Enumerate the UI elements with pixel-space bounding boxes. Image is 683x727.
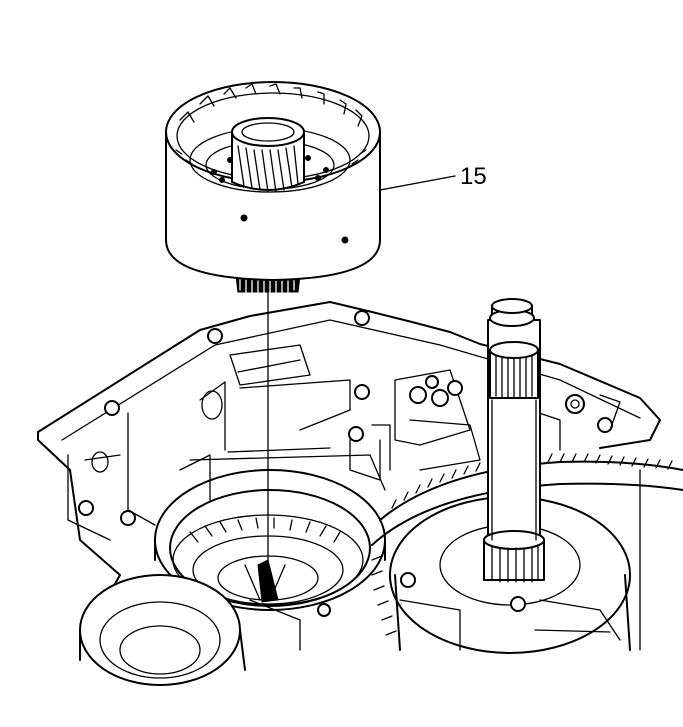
drum-rim-slots [175,83,367,165]
hub-splines [237,145,299,193]
ring-gear-assembly [371,453,683,654]
clutch-plate-teeth [189,517,341,543]
inner-ring-holes [211,155,329,183]
transmission-case [37,301,661,651]
callout-label-15: 15 [460,163,487,190]
input-shaft [483,298,545,583]
bearing-housing [79,574,331,686]
clutch-housing-drum [165,81,456,293]
